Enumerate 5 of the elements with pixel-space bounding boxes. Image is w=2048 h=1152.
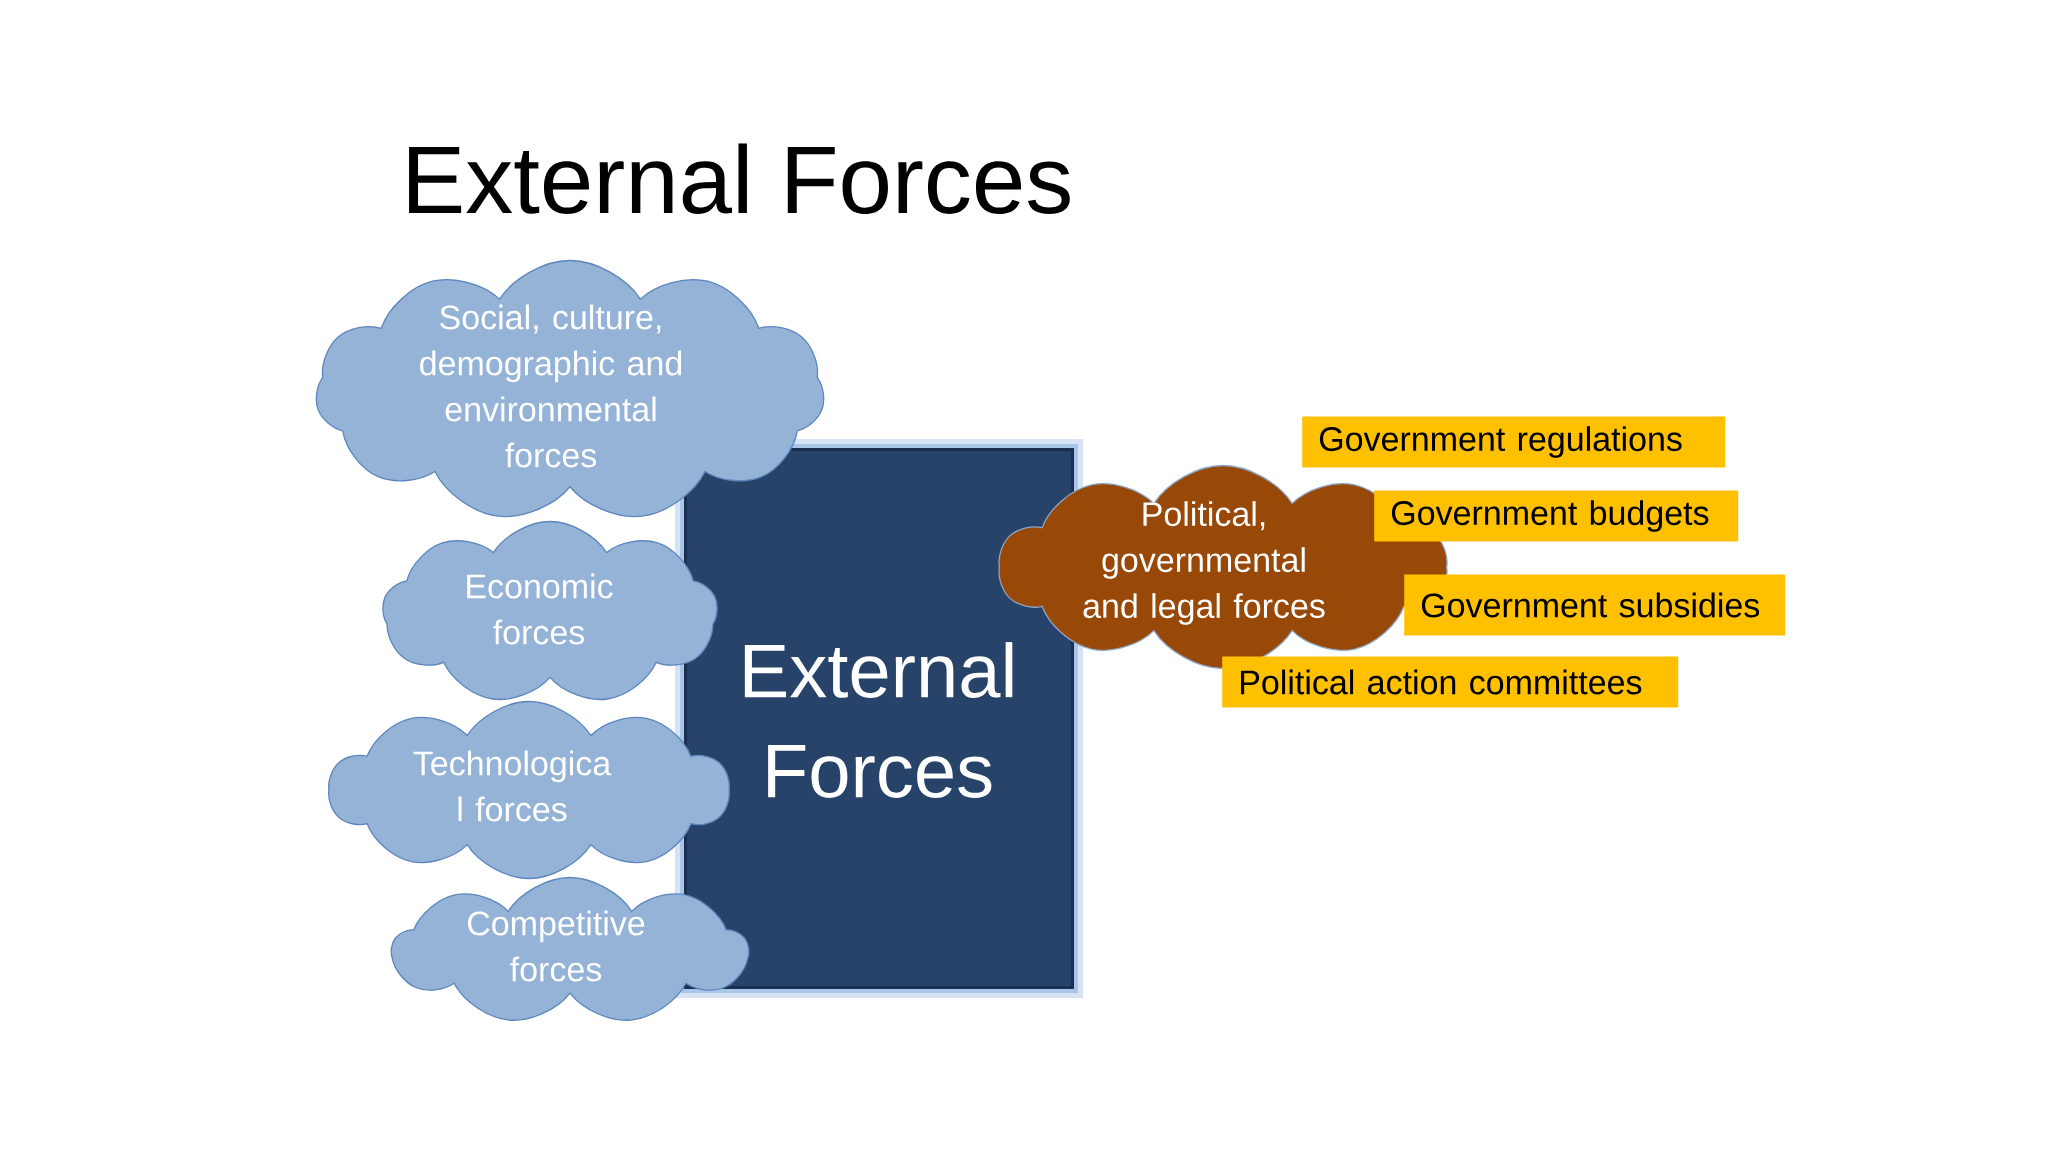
highlight-box: Political action committees xyxy=(1222,656,1679,708)
highlight-box: Government subsidies xyxy=(1404,574,1786,636)
highlight-box: Government budgets xyxy=(1374,490,1739,542)
slide-title: External Forces xyxy=(409,143,1070,214)
highlight-box: Government regulations xyxy=(1302,416,1726,468)
